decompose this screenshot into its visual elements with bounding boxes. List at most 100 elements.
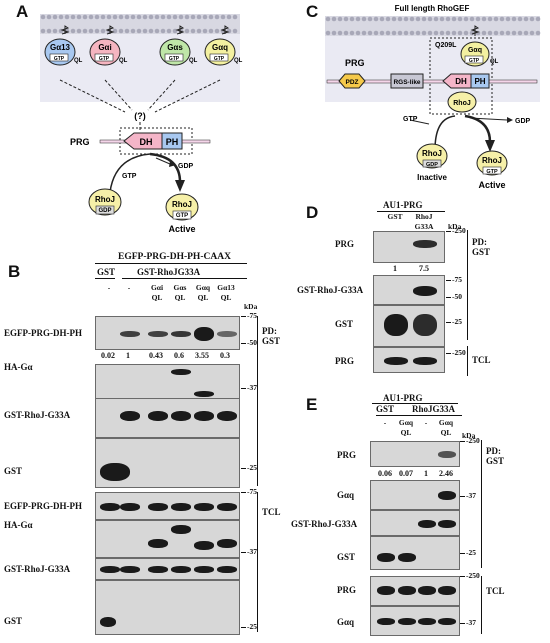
diagram-c: Full length RhoGEF Q209L GTP QL Gαq PRG … [325, 4, 541, 190]
gtp-badge: GTP [169, 56, 180, 62]
blot-band [120, 411, 140, 421]
row-label-d: PRG [335, 356, 354, 366]
blot-strip-b [95, 520, 240, 558]
blot-strip-d [373, 305, 445, 347]
blot-band [398, 618, 416, 625]
row-label-d: PRG [335, 239, 354, 249]
quant-value-b: 3.55 [195, 351, 209, 360]
blot-band [398, 586, 416, 595]
row-label-e: GST-RhoJ-G33A [291, 519, 358, 529]
lane-label-d: RhoJ G33A [414, 212, 434, 231]
blot-band [217, 539, 237, 548]
gtp-badge-a: GTP [176, 213, 188, 219]
pd-label-b: PD: GST [262, 326, 281, 346]
blot-band [384, 357, 408, 365]
blot-band [377, 618, 395, 625]
blot-band [418, 586, 436, 595]
blot-band [413, 357, 437, 365]
blot-band [194, 566, 214, 573]
ql-label: QL [74, 58, 83, 64]
quant-value-b: 0.43 [149, 351, 163, 360]
blot-band [438, 491, 456, 500]
row-label-e: PRG [337, 585, 356, 595]
blot-band [120, 503, 140, 511]
kda-label-d: kDa [448, 222, 462, 231]
quant-value-d: 7.5 [419, 264, 429, 273]
gdp-badge-a: GDP [98, 208, 111, 214]
gst-group-b: GST [97, 267, 116, 277]
quant-value-e: 1 [424, 469, 428, 478]
blot-strip-d [373, 347, 445, 373]
header-d: AU1-PRG [383, 200, 423, 210]
blot-band [148, 539, 168, 548]
row-label-e: Gαq [337, 617, 355, 627]
prg-label-c: PRG [345, 58, 365, 68]
mw-marker: -75 [247, 311, 257, 320]
blot-band [384, 314, 408, 336]
blot-band [171, 369, 191, 375]
blot-band [148, 566, 168, 573]
rhoj-active-a: RhoJ [172, 200, 192, 209]
blot-band [217, 503, 237, 511]
prg-label-a: PRG [70, 137, 90, 147]
mw-marker: -250 [466, 436, 480, 445]
blot-strip-b [95, 492, 240, 520]
blot-band [438, 618, 456, 625]
blot-band [413, 286, 437, 296]
blot-band [100, 463, 130, 481]
row-label-b: GST [4, 616, 23, 626]
kda-label-e: kDa [462, 431, 476, 440]
mw-marker: -50 [247, 338, 257, 347]
mw-marker: -37 [466, 491, 476, 500]
blot-strip-e [370, 510, 460, 536]
blot-band [194, 411, 214, 421]
row-label-b: HA-Gα [4, 362, 33, 372]
blot-band [398, 553, 416, 562]
gdp-badge-c: GDP [426, 162, 438, 168]
mw-marker: -37 [247, 383, 257, 392]
row-label-b: EGFP-PRG-DH-PH [4, 501, 82, 511]
row-label-e: GST [337, 552, 356, 562]
tcl-label-e: TCL [486, 586, 505, 596]
panel-a-letter: A [16, 2, 29, 21]
gtp-in-c: GTP [403, 116, 418, 123]
gdp-out-c: GDP [515, 118, 531, 125]
gtp-in-a: GTP [122, 173, 137, 180]
blot-band [418, 618, 436, 625]
blot-band [413, 240, 437, 248]
blot-strip-e [370, 536, 460, 570]
lane-label-b: - [107, 283, 111, 292]
blot-band [148, 503, 168, 511]
blot-band [438, 586, 456, 595]
mw-marker: -250 [452, 226, 466, 235]
blot-band [148, 331, 168, 337]
lane-label-e: - [424, 418, 428, 427]
quant-value-b: 0.6 [174, 351, 184, 360]
lane-label-e: Gαq QL [398, 418, 414, 437]
gtp-badge-galpha-c: GTP [469, 58, 480, 64]
header-e: AU1-PRG [383, 393, 423, 403]
rhoj-bound-c: RhoJ [453, 100, 471, 107]
active-label-a: Active [168, 224, 195, 232]
rhoj-inactive-a: RhoJ [95, 195, 115, 204]
blot-strip-b [95, 558, 240, 580]
gtp-badge: GTP [54, 56, 65, 62]
blot-band [217, 331, 237, 337]
blot-strip-b [95, 316, 240, 350]
mw-marker: -50 [452, 292, 462, 301]
rgs-domain: RGS-like [393, 79, 420, 86]
row-label-e: Gαq [337, 490, 355, 500]
ph-domain-a: PH [166, 137, 179, 147]
lane-label-b: - [127, 283, 131, 292]
ql-label-c: QL [490, 59, 499, 65]
blot-band [148, 411, 168, 421]
mw-marker: -250 [466, 571, 480, 580]
q209l-label: Q209L [435, 42, 457, 49]
group-label-e: RhoJG33A [412, 404, 456, 414]
active-label-c: Active [478, 180, 505, 190]
ql-label: QL [234, 58, 243, 64]
blot-strip-b [95, 398, 240, 438]
ph-domain-c: PH [474, 77, 485, 86]
blot-band [217, 411, 237, 421]
